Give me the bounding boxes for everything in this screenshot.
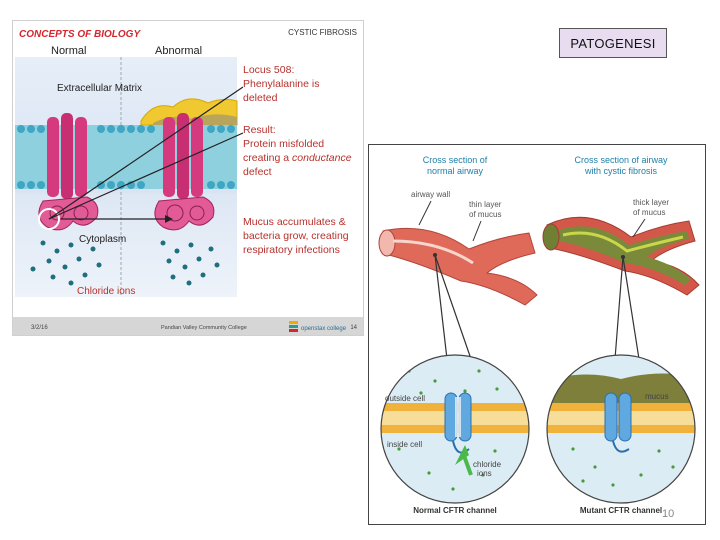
mutant-cftr-zoom: [547, 355, 695, 503]
chloride-ions-line-1: chloride: [473, 460, 502, 469]
cytoplasm-label: Cytoplasm: [79, 234, 126, 245]
slide-title-box: PATOGENESI: [559, 28, 667, 58]
locus-line-3: deleted: [243, 92, 278, 104]
normal-cftr-zoom: [381, 355, 529, 503]
slide-title: PATOGENESI: [570, 35, 656, 51]
result-line-3a: creating a: [243, 152, 292, 164]
mucus-line-2: bacteria grow, creating: [243, 230, 349, 242]
normal-cftr-protein: [38, 113, 99, 231]
normal-title-line-1: Cross section of: [423, 155, 488, 165]
footer-page: 14: [350, 325, 357, 331]
mucus-line-1: Mucus accumulates &: [243, 216, 346, 228]
footer-college: Pandian Valley Community College: [161, 325, 247, 331]
mutant-cftr-caption: Mutant CFTR channel: [580, 506, 662, 515]
mucus-line-3: respiratory infections: [243, 244, 340, 256]
outside-cell-label: outside cell: [385, 394, 425, 403]
result-line-4: defect: [243, 166, 272, 178]
figure-header-right: CYSTIC FIBROSIS: [288, 28, 357, 37]
footer-date: 3/2/16: [31, 325, 48, 331]
chloride-ions-line-2: ions: [477, 469, 492, 478]
cf-title-line-2: with cystic fibrosis: [584, 166, 658, 176]
chloride-ions-right: [160, 240, 220, 286]
cell-membrane-figure: CONCEPTS OF BIOLOGY CYSTIC FIBROSIS Norm…: [12, 20, 364, 336]
chloride-label: Chloride ions: [77, 286, 135, 297]
mucus-label: mucus: [645, 392, 669, 401]
cf-title-line-1: Cross section of airway: [574, 155, 668, 165]
lipid-heads-top: [17, 125, 235, 133]
page-number: 10: [662, 508, 675, 520]
chloride-ions-left: [30, 240, 102, 286]
result-line-3b: conductance: [292, 152, 352, 164]
footer-logo-text: openstax college: [301, 326, 347, 332]
openstax-logo: openstax college: [289, 321, 347, 332]
thick-mucus-line-2: of mucus: [633, 208, 665, 217]
airway-wall-label: airway wall: [411, 190, 450, 199]
airway-diagram-svg: Cross section of normal airway Cross sec…: [369, 145, 705, 524]
figure-footer: [13, 317, 363, 335]
inside-cell-label: inside cell: [387, 440, 422, 449]
thick-mucus-line-1: thick layer: [633, 198, 669, 207]
result-line-2: Protein misfolded: [243, 138, 324, 150]
membrane-diagram-svg: CONCEPTS OF BIOLOGY CYSTIC FIBROSIS Norm…: [13, 21, 363, 335]
misfolded-cftr-protein: [154, 113, 215, 231]
thin-mucus-line-1: thin layer: [469, 200, 502, 209]
airway-comparison-figure: Cross section of normal airway Cross sec…: [368, 144, 706, 525]
lipid-heads-bottom: [17, 181, 235, 189]
normal-title-line-2: normal airway: [427, 166, 484, 176]
result-line-1: Result:: [243, 124, 276, 136]
column-normal: Normal: [51, 45, 86, 57]
figure-header-left: CONCEPTS OF BIOLOGY: [19, 29, 141, 40]
result-line-3: creating a conductance: [243, 152, 352, 164]
thin-mucus-line-2: of mucus: [469, 210, 501, 219]
extracellular-label: Extracellular Matrix: [57, 83, 142, 94]
normal-cftr-caption: Normal CFTR channel: [413, 506, 497, 515]
normal-airway-tube: [378, 227, 538, 306]
column-abnormal: Abnormal: [155, 45, 202, 57]
locus-line-1: Locus 508:: [243, 64, 294, 76]
locus-line-2: Phenylalanine is: [243, 78, 319, 90]
